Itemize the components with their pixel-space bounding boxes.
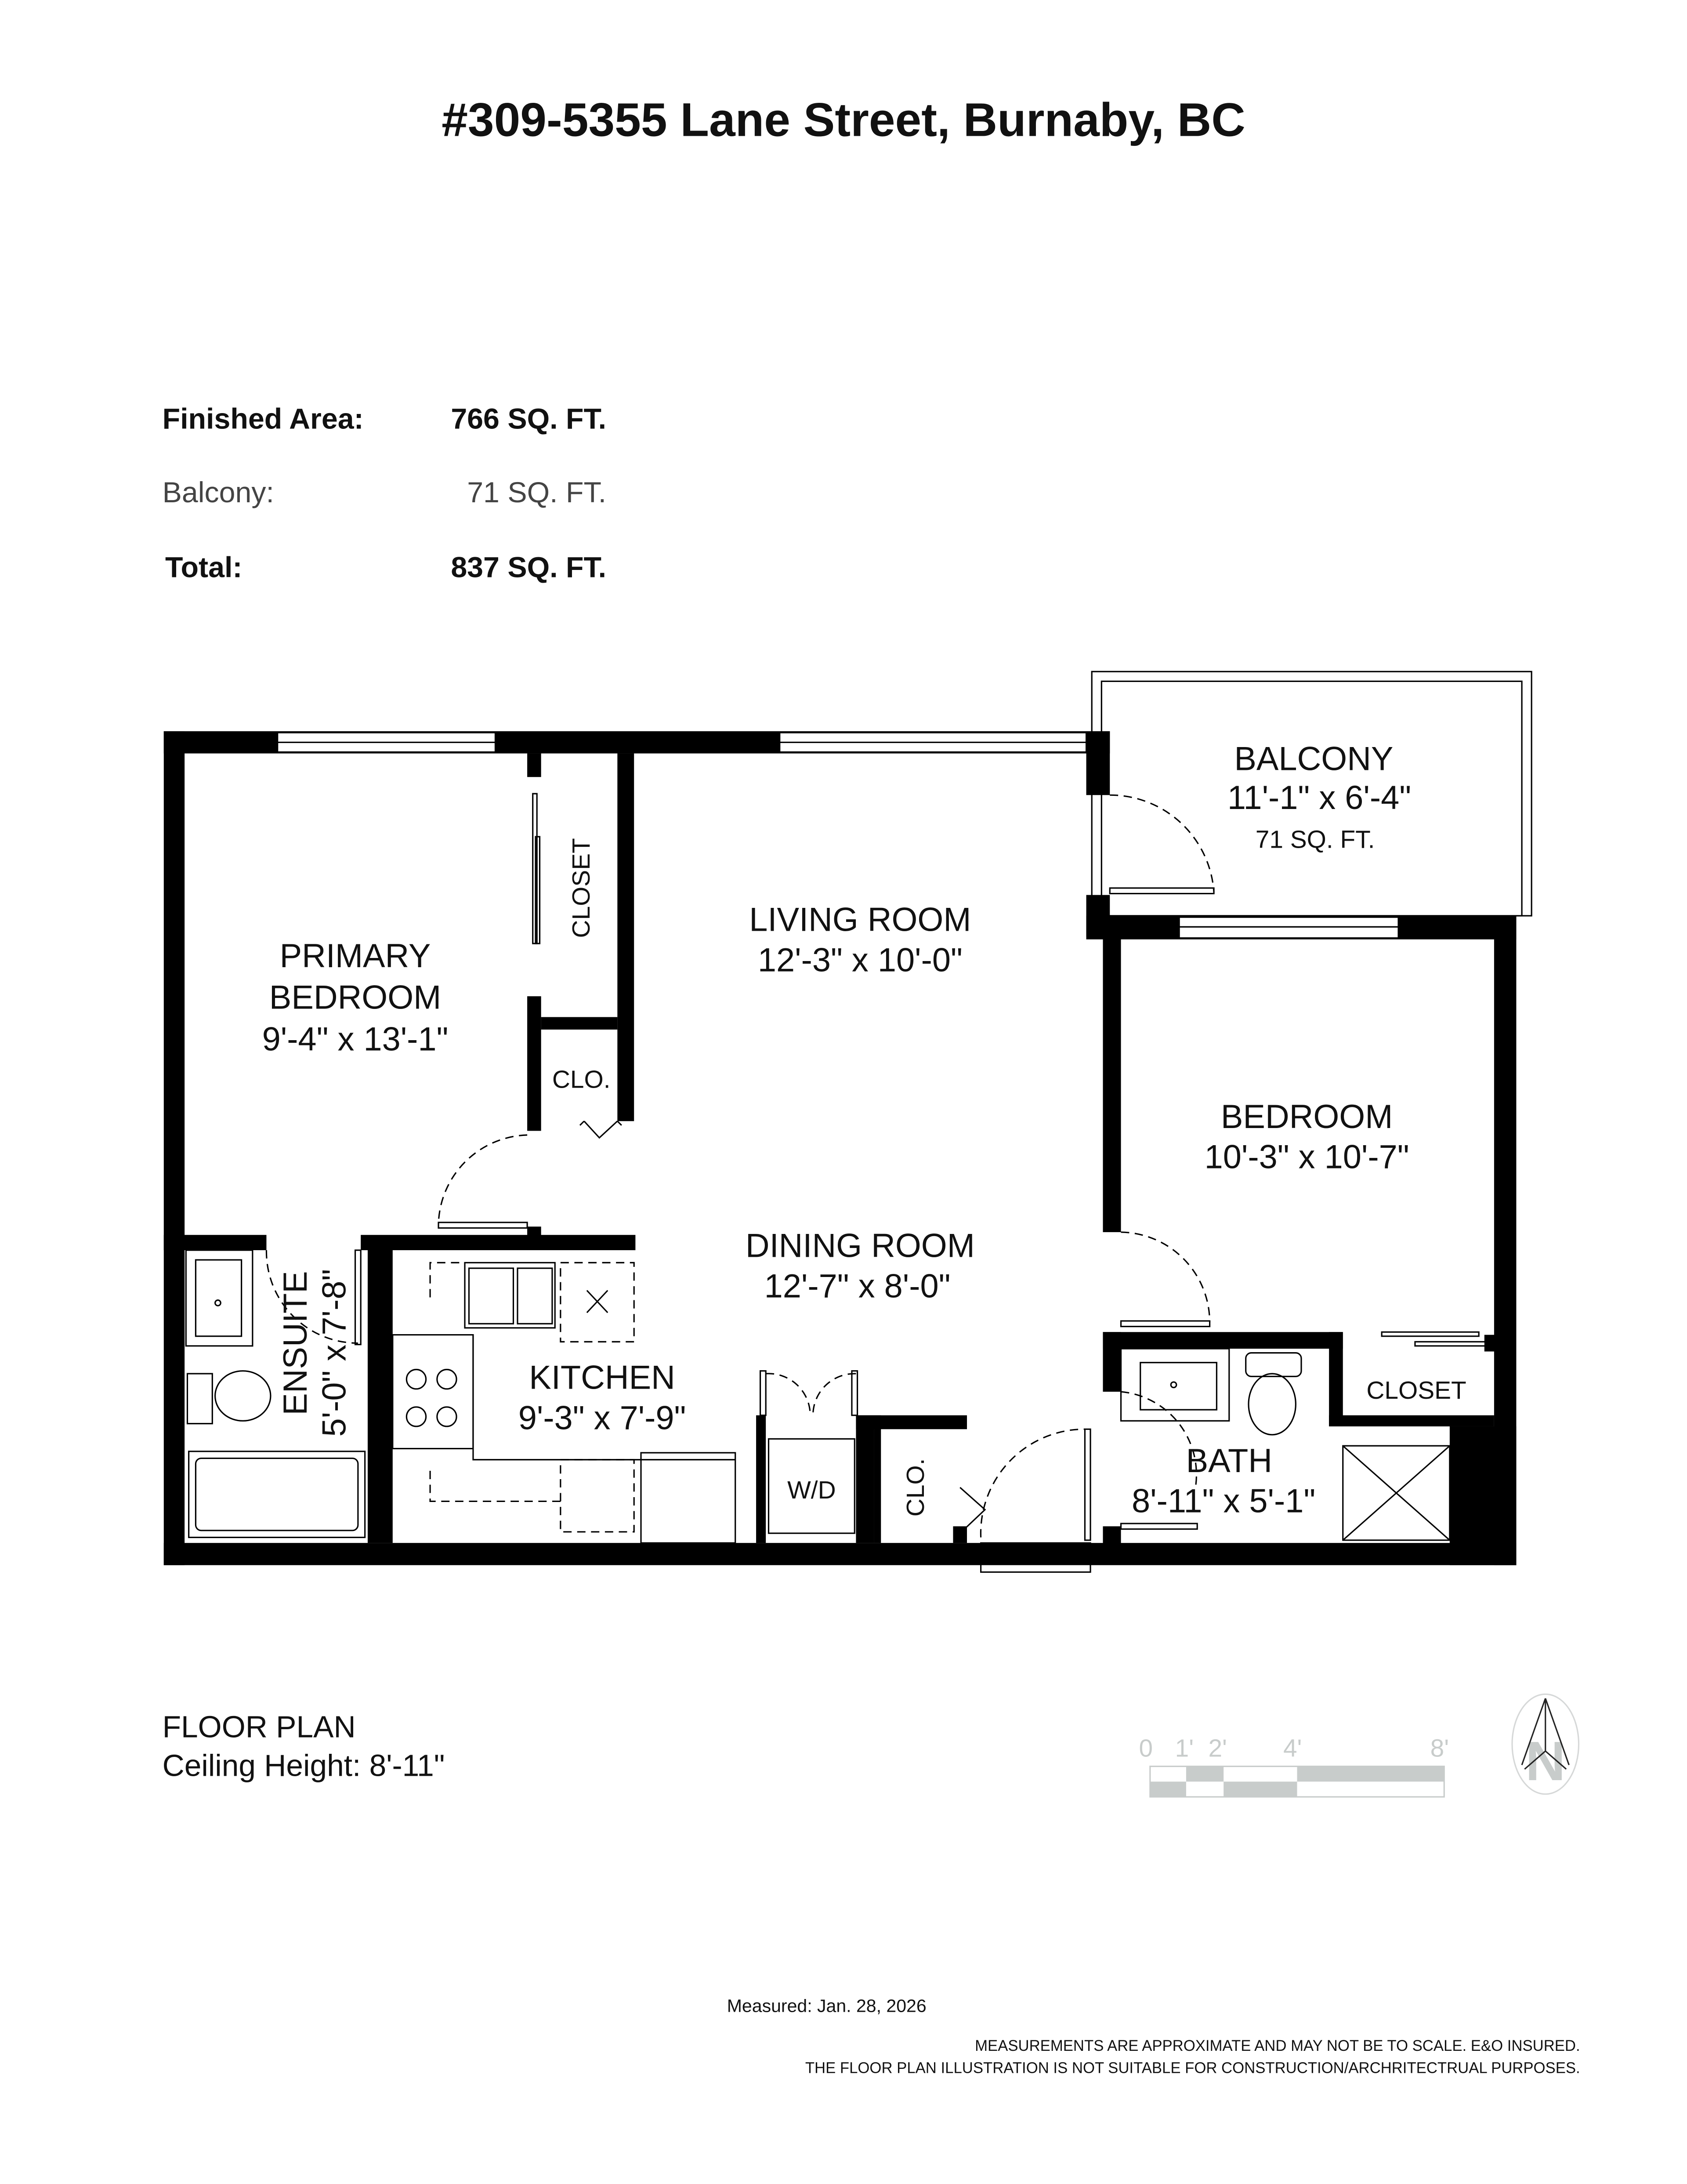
finished-area-label: Finished Area: <box>163 403 364 435</box>
measured-date: Measured: Jan. 28, 2026 <box>727 1995 927 2016</box>
kitchen-size: 9'-3" x 7'-9" <box>518 1399 686 1437</box>
area-summary: Finished Area: 766 SQ. FT. Balcony: 71 S… <box>163 403 606 584</box>
primary-clo-label: CLO. <box>552 1066 611 1094</box>
primary-bedroom-label: PRIMARY <box>280 937 431 975</box>
balcony-label: BALCONY <box>1234 740 1393 777</box>
doors <box>265 793 1495 1573</box>
kitchen-dishwasher <box>560 1262 635 1342</box>
scale-tick-0: 0 <box>1139 1734 1153 1762</box>
scale-bar: 0 1' 2' 4' 8' <box>1139 1734 1449 1798</box>
page-title: #309-5355 Lane Street, Burnaby, BC <box>442 93 1245 146</box>
disclaimer-line-2: THE FLOOR PLAN ILLUSTRATION IS NOT SUITA… <box>805 2060 1580 2076</box>
north-arrow-icon: N <box>1511 1693 1580 1795</box>
bedroom-size: 10'-3" x 10'-7" <box>1205 1139 1409 1176</box>
washer-dryer <box>767 1438 855 1534</box>
disclaimer-line-1: MEASUREMENTS ARE APPROXIMATE AND MAY NOT… <box>975 2038 1580 2054</box>
ensuite-label: ENSUITE <box>277 1271 314 1415</box>
kitchen-fridge <box>560 1459 635 1533</box>
ensuite-vanity <box>185 1249 253 1347</box>
primary-bedroom-label-2: BEDROOM <box>269 979 441 1016</box>
fixtures <box>185 1249 1451 1544</box>
floor-plan-caption: FLOOR PLAN <box>163 1709 356 1744</box>
kitchen-label: KITCHEN <box>529 1359 675 1397</box>
dining-room-size: 12'-7" x 8'-0" <box>764 1267 951 1305</box>
balcony-area-value: 71 SQ. FT. <box>467 476 606 509</box>
primary-bedroom-size: 9'-4" x 13'-1" <box>262 1020 449 1058</box>
ensuite-toilet <box>214 1370 272 1422</box>
bath-vanity <box>1120 1348 1230 1422</box>
primary-closet-label: CLOSET <box>568 838 595 938</box>
bath-toilet <box>1248 1373 1296 1436</box>
scale-tick-2: 2' <box>1208 1734 1227 1762</box>
dining-room-label: DINING ROOM <box>746 1227 975 1265</box>
entry-clo-label: CLO. <box>902 1458 930 1517</box>
total-area-value: 837 SQ. FT. <box>451 551 606 584</box>
scale-tick-1: 1' <box>1175 1734 1194 1762</box>
scale-tick-8: 8' <box>1430 1734 1449 1762</box>
balcony-area: 71 SQ. FT. <box>1256 826 1375 853</box>
walls <box>163 731 1517 1565</box>
balcony-size: 11'-1" x 6'-4" <box>1227 779 1411 816</box>
living-room-size: 12'-3" x 10'-0" <box>758 941 963 979</box>
bath-label: BATH <box>1186 1442 1272 1480</box>
bath-size: 8'-11" x 5'-1" <box>1132 1483 1315 1520</box>
ceiling-height: Ceiling Height: 8'-11" <box>163 1749 445 1783</box>
scale-tick-4: 4' <box>1283 1734 1302 1762</box>
total-area-label: Total: <box>165 551 243 584</box>
bedroom-label: BEDROOM <box>1221 1098 1393 1136</box>
finished-area-value: 766 SQ. FT. <box>451 403 606 435</box>
kitchen-range <box>392 1334 474 1450</box>
ensuite-size: 5'-0" x 7'-8" <box>315 1269 353 1437</box>
laundry-label: W/D <box>787 1477 836 1504</box>
ensuite-tub <box>188 1451 366 1538</box>
bath-shower <box>1342 1445 1451 1541</box>
bedroom-closet-label: CLOSET <box>1366 1377 1466 1404</box>
living-room-label: LIVING ROOM <box>749 901 971 939</box>
floor-plan: PRIMARY BEDROOM 9'-4" x 13'-1" CLOSET CL… <box>163 671 1532 1573</box>
balcony-area-label: Balcony: <box>163 476 274 509</box>
room-labels: PRIMARY BEDROOM 9'-4" x 13'-1" CLOSET CL… <box>262 740 1466 1520</box>
windows <box>277 732 1399 939</box>
kitchen-sink <box>464 1262 556 1329</box>
